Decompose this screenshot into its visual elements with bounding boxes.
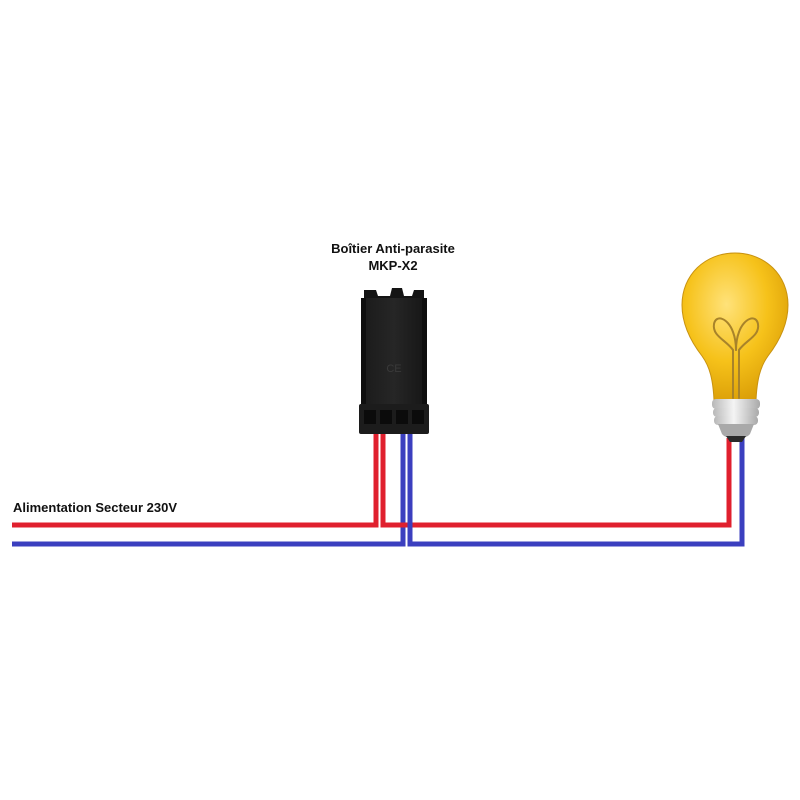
- phase-wire-lamp: [380, 430, 732, 528]
- filament: [712, 317, 760, 399]
- phase-wire-supply: [12, 430, 379, 528]
- box-title-line1: Boîtier Anti-parasite: [331, 241, 455, 256]
- ce-marking: CE: [386, 363, 401, 375]
- box-title: Boîtier Anti-parasite MKP-X2: [293, 240, 493, 274]
- neutral-wire-lamp: [407, 430, 745, 547]
- neutral-wire-supply: [12, 430, 406, 547]
- supply-label: Alimentation Secteur 230V: [13, 500, 177, 515]
- anti-parasite-box-icon: CE: [359, 288, 429, 434]
- box-title-line2: MKP-X2: [368, 258, 418, 273]
- light-bulb-icon: [681, 252, 789, 442]
